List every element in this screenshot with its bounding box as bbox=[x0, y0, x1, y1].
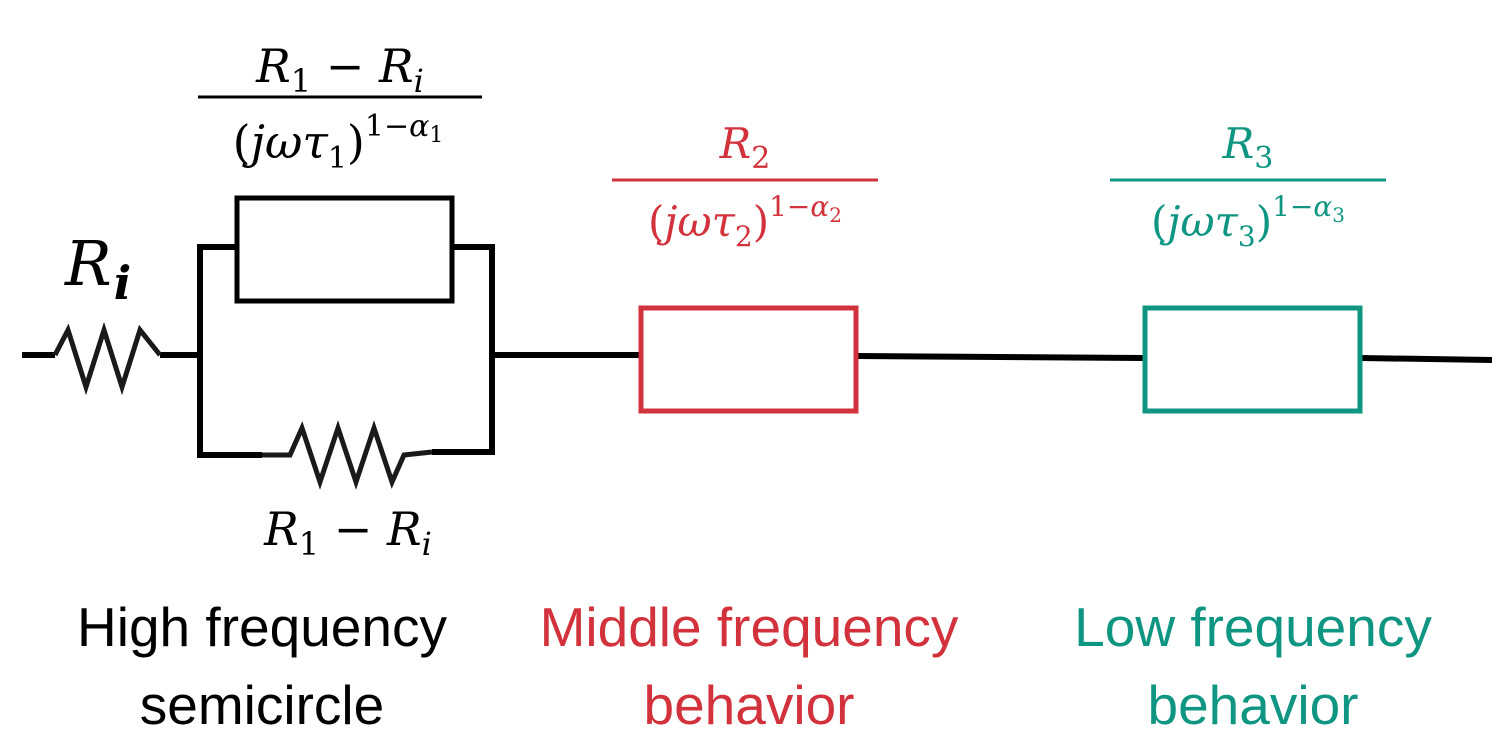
ri-resistor-symbol bbox=[52, 321, 162, 396]
caption-middle-frequency: Middle frequency behavior bbox=[540, 596, 959, 736]
parallel-top-wire-left bbox=[197, 244, 262, 458]
cpe1-box bbox=[234, 195, 455, 304]
cpe2-box bbox=[638, 305, 859, 414]
parallel-top-wire-right bbox=[432, 244, 495, 455]
caption-middle-line2: behavior bbox=[644, 674, 855, 736]
caption-high-line1: High frequency bbox=[77, 596, 447, 658]
cpe3-denominator: (jωτ3)1−α3 bbox=[1151, 190, 1345, 253]
caption-high-frequency: High frequency semicircle bbox=[77, 596, 447, 736]
cpe1-denominator: (jωτ1)1−α1 bbox=[233, 109, 444, 176]
cpe2-to-cpe3-wire bbox=[855, 353, 1146, 361]
circuit-wires bbox=[22, 244, 1493, 458]
cpe1-impedance-formula: R1 − Ri (jωτ1)1−α1 bbox=[198, 39, 482, 176]
caption-high-line2: semicircle bbox=[140, 674, 384, 736]
cpe3-numerator: R3 bbox=[1222, 119, 1274, 176]
cpe2-numerator: R2 bbox=[719, 119, 771, 176]
parallel-resistor-label: R1 − Ri bbox=[263, 502, 432, 563]
caption-low-line2: behavior bbox=[1148, 674, 1359, 736]
cpe3-impedance-formula: R3 (jωτ3)1−α3 bbox=[1110, 119, 1386, 253]
caption-middle-line1: Middle frequency bbox=[540, 596, 959, 658]
output-wire bbox=[1360, 355, 1493, 363]
cpe1-numerator: R1 − Ri bbox=[255, 39, 424, 100]
cpe3-box bbox=[1142, 305, 1363, 414]
ri-label: Ri bbox=[64, 227, 131, 310]
parallel-resistor-symbol bbox=[262, 420, 433, 490]
caption-low-line1: Low frequency bbox=[1074, 596, 1432, 658]
cpe2-impedance-formula: R2 (jωτ2)1−α2 bbox=[612, 119, 878, 253]
caption-low-frequency: Low frequency behavior bbox=[1074, 596, 1432, 736]
cpe2-denominator: (jωτ2)1−α2 bbox=[648, 190, 842, 253]
